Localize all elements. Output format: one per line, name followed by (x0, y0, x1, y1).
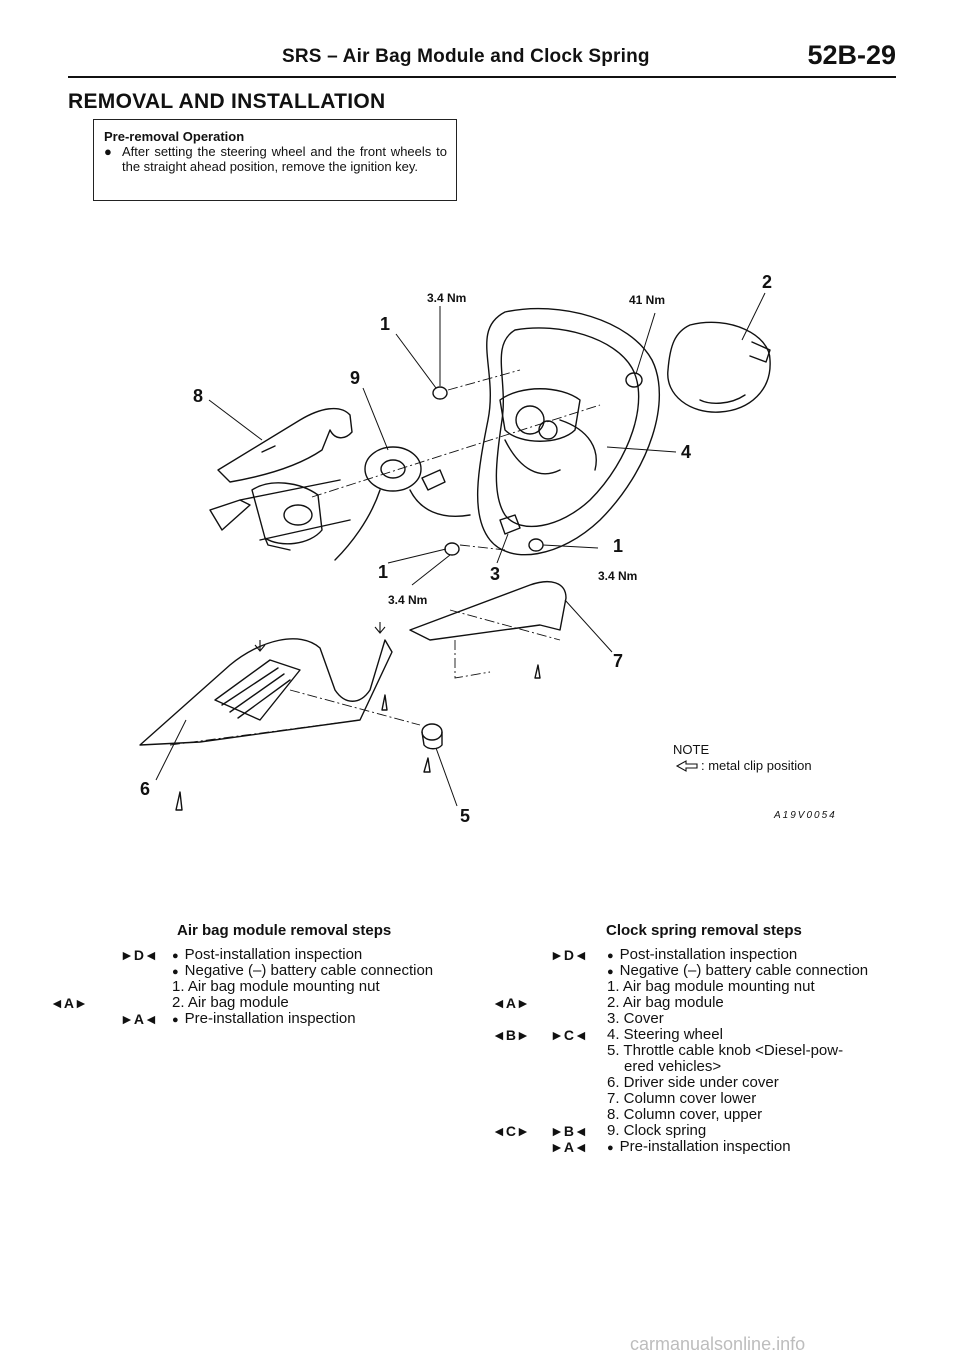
step-marker: ►A◄ (120, 1011, 158, 1027)
air-bag-module-shape (667, 321, 771, 413)
column-cover-upper-shape (217, 407, 353, 483)
step-text: ered vehicles> (624, 1058, 722, 1075)
note-row: : metal clip position (673, 758, 812, 774)
callout-4: 4 (681, 442, 691, 462)
pre-removal-box: Pre-removal Operation ● After setting th… (93, 119, 457, 201)
pre-removal-title: Pre-removal Operation (104, 129, 245, 144)
step-row: 1. Air bag module mounting nut (607, 979, 815, 995)
callout-1-top: 1 (380, 314, 390, 334)
bullet-icon: ● (172, 966, 179, 978)
clock-spring-steps-title: Clock spring removal steps (606, 922, 802, 939)
removal-marker: ◄C► (492, 1123, 530, 1139)
step-row: ● Pre-installation inspection (607, 1139, 791, 1156)
clock-spring-removal-steps: Clock spring removal steps ►D◄ ● Post-inst… (492, 923, 892, 1163)
step-row: ● Post-installation inspection (172, 947, 362, 964)
step-text: 5. Throttle cable knob <Diesel-pow- (607, 1042, 844, 1059)
combination-switch-shape (209, 479, 351, 551)
step-text: 8. Column cover, upper (607, 1106, 763, 1123)
page-header: SRS – Air Bag Module and Clock Spring 52… (68, 38, 896, 78)
watermark: carmanualsonline.info (630, 1334, 806, 1354)
callout-2: 2 (762, 272, 772, 292)
step-text: 6. Driver side under cover (607, 1074, 779, 1091)
step-row: ● Negative (–) battery cable connection (172, 963, 433, 980)
callout-9: 9 (350, 368, 360, 388)
note-text: : metal clip position (701, 758, 812, 773)
callout-1-right: 1 (613, 536, 623, 556)
callout-5: 5 (460, 806, 470, 826)
section-title: REMOVAL AND INSTALLATION (68, 90, 386, 113)
bullet-icon: ● (104, 144, 112, 159)
bullet-icon: ● (607, 1142, 614, 1154)
step-row: 8. Column cover, upper (607, 1107, 762, 1123)
bullet-icon: ● (607, 966, 614, 978)
figure-note: NOTE : metal clip position (673, 742, 812, 774)
step-marker: ►D◄ (120, 947, 158, 963)
step-text: Post-installation inspection (184, 946, 363, 963)
step-row: 2. Air bag module (607, 995, 724, 1011)
step-text: 4. Steering wheel (607, 1026, 723, 1043)
page-code: 52B-29 (807, 40, 896, 70)
clock-spring-shape (334, 446, 471, 561)
step-text: Negative (–) battery cable connection (184, 962, 434, 979)
callout-3: 3 (490, 564, 500, 584)
step-row: ● Pre-installation inspection (172, 1011, 356, 1028)
step-marker: ◄A► (50, 995, 88, 1011)
callout-6: 6 (140, 779, 150, 799)
air-bag-steps-title: Air bag module removal steps (177, 922, 392, 939)
cover-shape (499, 514, 521, 535)
mounting-nut-shapes (432, 372, 643, 556)
exploded-view-diagram: 1 2 3 4 5 6 7 8 9 1 1 3.4 Nm 41 Nm 3.4 N… (139, 272, 772, 826)
installation-marker: ►B◄ (550, 1123, 588, 1139)
step-text: Pre-installation inspection (184, 1010, 356, 1027)
bullet-icon: ● (172, 1014, 179, 1026)
step-row: ● Post-installation inspection (607, 947, 797, 964)
torque-label-airbag: 41 Nm (629, 293, 665, 307)
installation-marker: ►C◄ (550, 1027, 588, 1043)
pre-removal-text: After setting the steering wheel and the… (122, 144, 447, 174)
step-text: 1. Air bag module mounting nut (607, 978, 815, 995)
note-title: NOTE (673, 742, 710, 757)
throttle-knob-shape (421, 723, 443, 750)
step-row: 4. Steering wheel (607, 1027, 723, 1043)
bullet-icon: ● (607, 950, 614, 962)
driver-under-cover-shape (139, 638, 393, 746)
step-text: Negative (–) battery cable connection (619, 962, 869, 979)
step-row: 9. Clock spring (607, 1123, 706, 1139)
callout-8: 8 (193, 386, 203, 406)
screw-shapes (175, 664, 541, 811)
bullet-icon: ● (172, 950, 179, 962)
torque-label-top: 3.4 Nm (427, 291, 466, 305)
step-text: Pre-installation inspection (619, 1138, 791, 1155)
step-text: 2. Air bag module (607, 994, 724, 1011)
step-text: 1. Air bag module mounting nut (172, 978, 380, 995)
steering-wheel-shape (477, 307, 660, 556)
step-row: 1. Air bag module mounting nut (172, 979, 380, 995)
torque-label-right: 3.4 Nm (598, 569, 637, 583)
step-text: Post-installation inspection (619, 946, 798, 963)
removal-marker: ◄B► (492, 1027, 530, 1043)
callout-1-left: 1 (378, 562, 388, 582)
air-bag-removal-steps: Air bag module removal steps ►D◄ ● Post-in… (50, 922, 480, 1033)
pre-removal-item: ● After setting the steering wheel and t… (104, 144, 447, 174)
figure-code: A19V0054 (774, 810, 837, 821)
step-text: 3. Cover (607, 1010, 664, 1027)
step-text: 2. Air bag module (172, 994, 289, 1011)
installation-marker: ►A◄ (550, 1139, 588, 1155)
step-row: 7. Column cover lower (607, 1091, 756, 1107)
torque-label-left: 3.4 Nm (388, 593, 427, 607)
step-row: 2. Air bag module (172, 995, 289, 1011)
step-row: ered vehicles> (624, 1059, 721, 1075)
header-divider (68, 76, 896, 78)
step-text: 9. Clock spring (607, 1122, 707, 1139)
removal-marker: ◄A► (492, 995, 530, 1011)
step-row: ● Negative (–) battery cable connection (607, 963, 868, 980)
page-title: SRS – Air Bag Module and Clock Spring (282, 46, 650, 67)
column-cover-lower-shape (409, 581, 567, 641)
step-row: 6. Driver side under cover (607, 1075, 779, 1091)
step-text: 7. Column cover lower (607, 1090, 757, 1107)
callout-7: 7 (613, 651, 623, 671)
step-row: 3. Cover (607, 1011, 664, 1027)
step-row: 5. Throttle cable knob <Diesel-pow- (607, 1043, 843, 1059)
installation-marker: ►D◄ (550, 947, 588, 963)
